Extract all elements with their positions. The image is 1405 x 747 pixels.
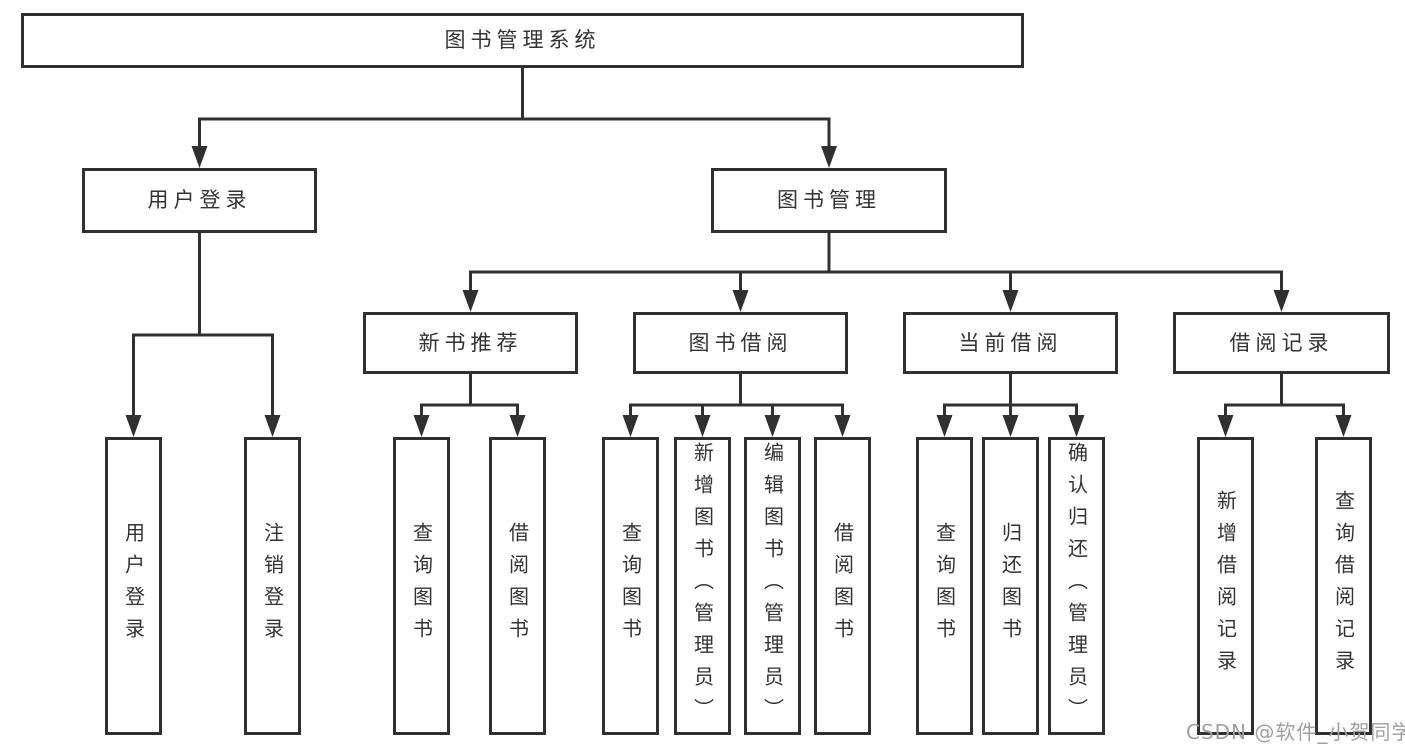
node-label: 新增借阅记录 [1213, 490, 1238, 682]
node-label: 新书推荐 [418, 330, 523, 355]
leaf-borrow-books: 借阅图书 [814, 437, 871, 735]
node-label: 查询图书 [618, 522, 643, 650]
node-label: 新增图书（管理员） [690, 442, 715, 730]
node-book-borrowing: 图书借阅 [633, 312, 848, 374]
arrow-heads [125, 146, 1352, 437]
leaf-add-books-admin: 新增图书（管理员） [674, 437, 731, 735]
leaf-query-books-borrow: 查询图书 [602, 437, 659, 735]
connector-strokes [132, 68, 1345, 416]
node-book-management: 图书管理 [711, 168, 947, 233]
leaf-query-books-recommend: 查询图书 [393, 437, 450, 735]
leaf-borrow-books-recommend: 借阅图书 [489, 437, 546, 735]
node-label: 图书管理系统 [444, 28, 601, 52]
node-label: 借阅记录 [1229, 330, 1334, 355]
node-borrowing-records: 借阅记录 [1173, 312, 1390, 374]
node-label: 借阅图书 [830, 522, 855, 650]
csdn-watermark: CSDN @软件_小贺同学 [1186, 720, 1405, 744]
node-label: 借阅图书 [505, 522, 530, 650]
node-label: 查询图书 [409, 522, 434, 650]
leaf-user-login: 用户登录 [105, 437, 162, 735]
node-label: 图书借阅 [688, 330, 793, 355]
node-label: 归还图书 [998, 522, 1023, 650]
node-label: 用户登录 [121, 522, 146, 650]
leaf-query-books-current: 查询图书 [916, 437, 973, 735]
node-new-book-recommend: 新书推荐 [363, 312, 578, 374]
node-user-login: 用户登录 [82, 168, 317, 233]
leaf-logout: 注销登录 [244, 437, 301, 735]
leaf-confirm-return-admin: 确认归还（管理员） [1048, 437, 1105, 735]
node-label: 编辑图书（管理员） [760, 442, 785, 730]
leaf-return-books: 归还图书 [982, 437, 1039, 735]
node-label: 查询图书 [932, 522, 957, 650]
node-label: 图书管理 [777, 188, 881, 212]
leaf-add-borrow-record: 新增借阅记录 [1197, 437, 1254, 735]
node-label: 注销登录 [260, 522, 285, 650]
leaf-edit-books-admin: 编辑图书（管理员） [744, 437, 801, 735]
node-label: 用户登录 [147, 188, 252, 212]
leaf-query-borrow-record: 查询借阅记录 [1315, 437, 1372, 735]
node-current-borrowing: 当前借阅 [903, 312, 1118, 374]
node-library-management-system: 图书管理系统 [21, 13, 1024, 68]
node-label: 确认归还（管理员） [1064, 442, 1089, 730]
node-label: 当前借阅 [958, 330, 1063, 355]
node-label: 查询借阅记录 [1331, 490, 1356, 682]
